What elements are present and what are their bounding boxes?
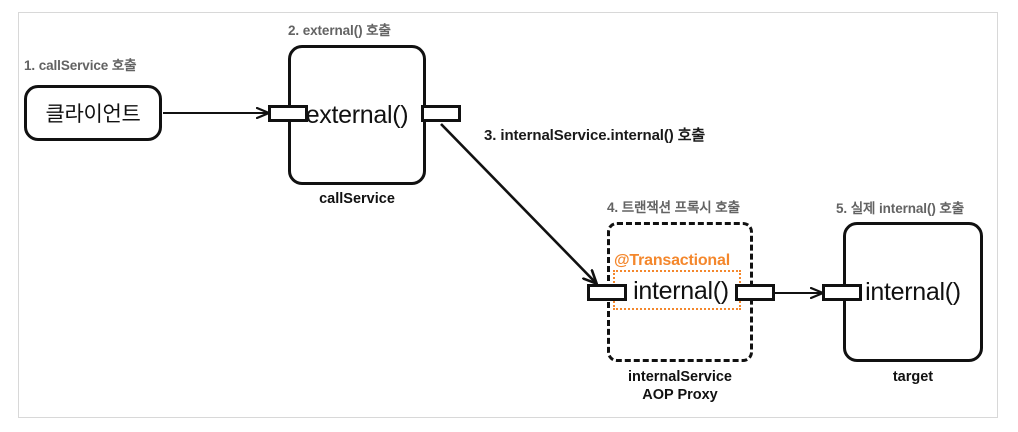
- step-label-2: 2. external() 호출: [288, 23, 391, 38]
- activation-bar-target-in: [822, 284, 862, 301]
- activation-bar-callservice-out: [421, 105, 461, 122]
- node-target[interactable]: [843, 222, 983, 362]
- step-label-3: 3. internalService.internal() 호출: [484, 127, 706, 144]
- step-label-4: 4. 트랜잭션 프록시 호출: [607, 200, 740, 215]
- node-aop-proxy-method: internal(): [633, 276, 729, 305]
- node-target-caption: target: [892, 369, 934, 385]
- step-label-5: 5. 실제 internal() 호출: [836, 201, 965, 216]
- activation-bar-proxy-in: [587, 284, 627, 301]
- node-aop-proxy-caption: internalService AOP Proxy: [628, 369, 732, 404]
- transactional-annotation-label: @Transactional: [614, 252, 730, 269]
- activation-bar-callservice-in: [268, 105, 308, 122]
- activation-bar-proxy-out: [735, 284, 775, 301]
- node-callservice[interactable]: [288, 45, 426, 185]
- node-client[interactable]: [24, 85, 162, 141]
- transactional-highlight-box: [613, 270, 741, 310]
- node-client-label: 클라이언트: [45, 103, 141, 126]
- node-callservice-caption: callService: [319, 191, 395, 207]
- node-callservice-method: external(): [305, 100, 409, 129]
- step-label-1: 1. callService 호출: [24, 58, 137, 73]
- node-target-method: internal(): [865, 277, 961, 306]
